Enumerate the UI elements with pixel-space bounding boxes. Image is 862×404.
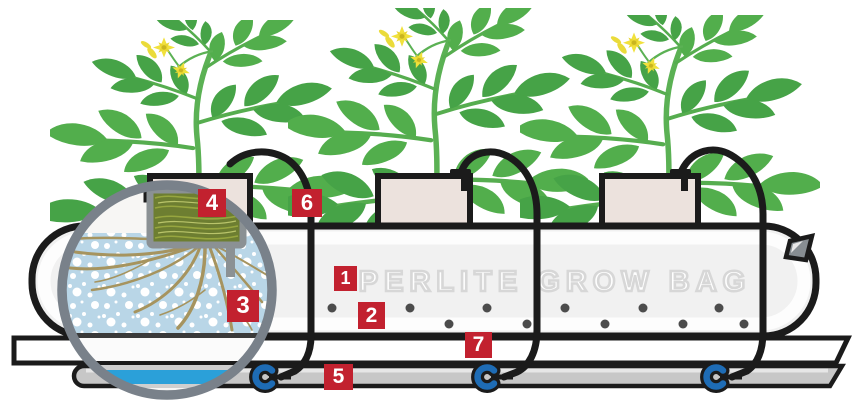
- drip-tube-2: [458, 148, 541, 381]
- dripper-stakes: [450, 169, 691, 191]
- pipe-highlight: [86, 368, 828, 373]
- bag-title: PERLITE GROW BAG: [357, 265, 752, 300]
- label-3: 3: [227, 290, 259, 322]
- plant-cube-2: [375, 173, 473, 231]
- drip-tube-1: [226, 148, 315, 381]
- drip-tube-3: [678, 146, 767, 381]
- label-6: 6: [292, 189, 322, 217]
- bag-vent-mark: [783, 232, 816, 263]
- magnifier-ring: [57, 180, 277, 400]
- bag-highlight: [37, 231, 811, 331]
- label-1: 1: [334, 266, 357, 291]
- pipe-connectors: [249, 361, 742, 393]
- label-7: 7: [465, 332, 492, 358]
- label-2: 2: [358, 302, 385, 329]
- label-4: 4: [198, 189, 226, 217]
- label-5: 5: [324, 364, 353, 390]
